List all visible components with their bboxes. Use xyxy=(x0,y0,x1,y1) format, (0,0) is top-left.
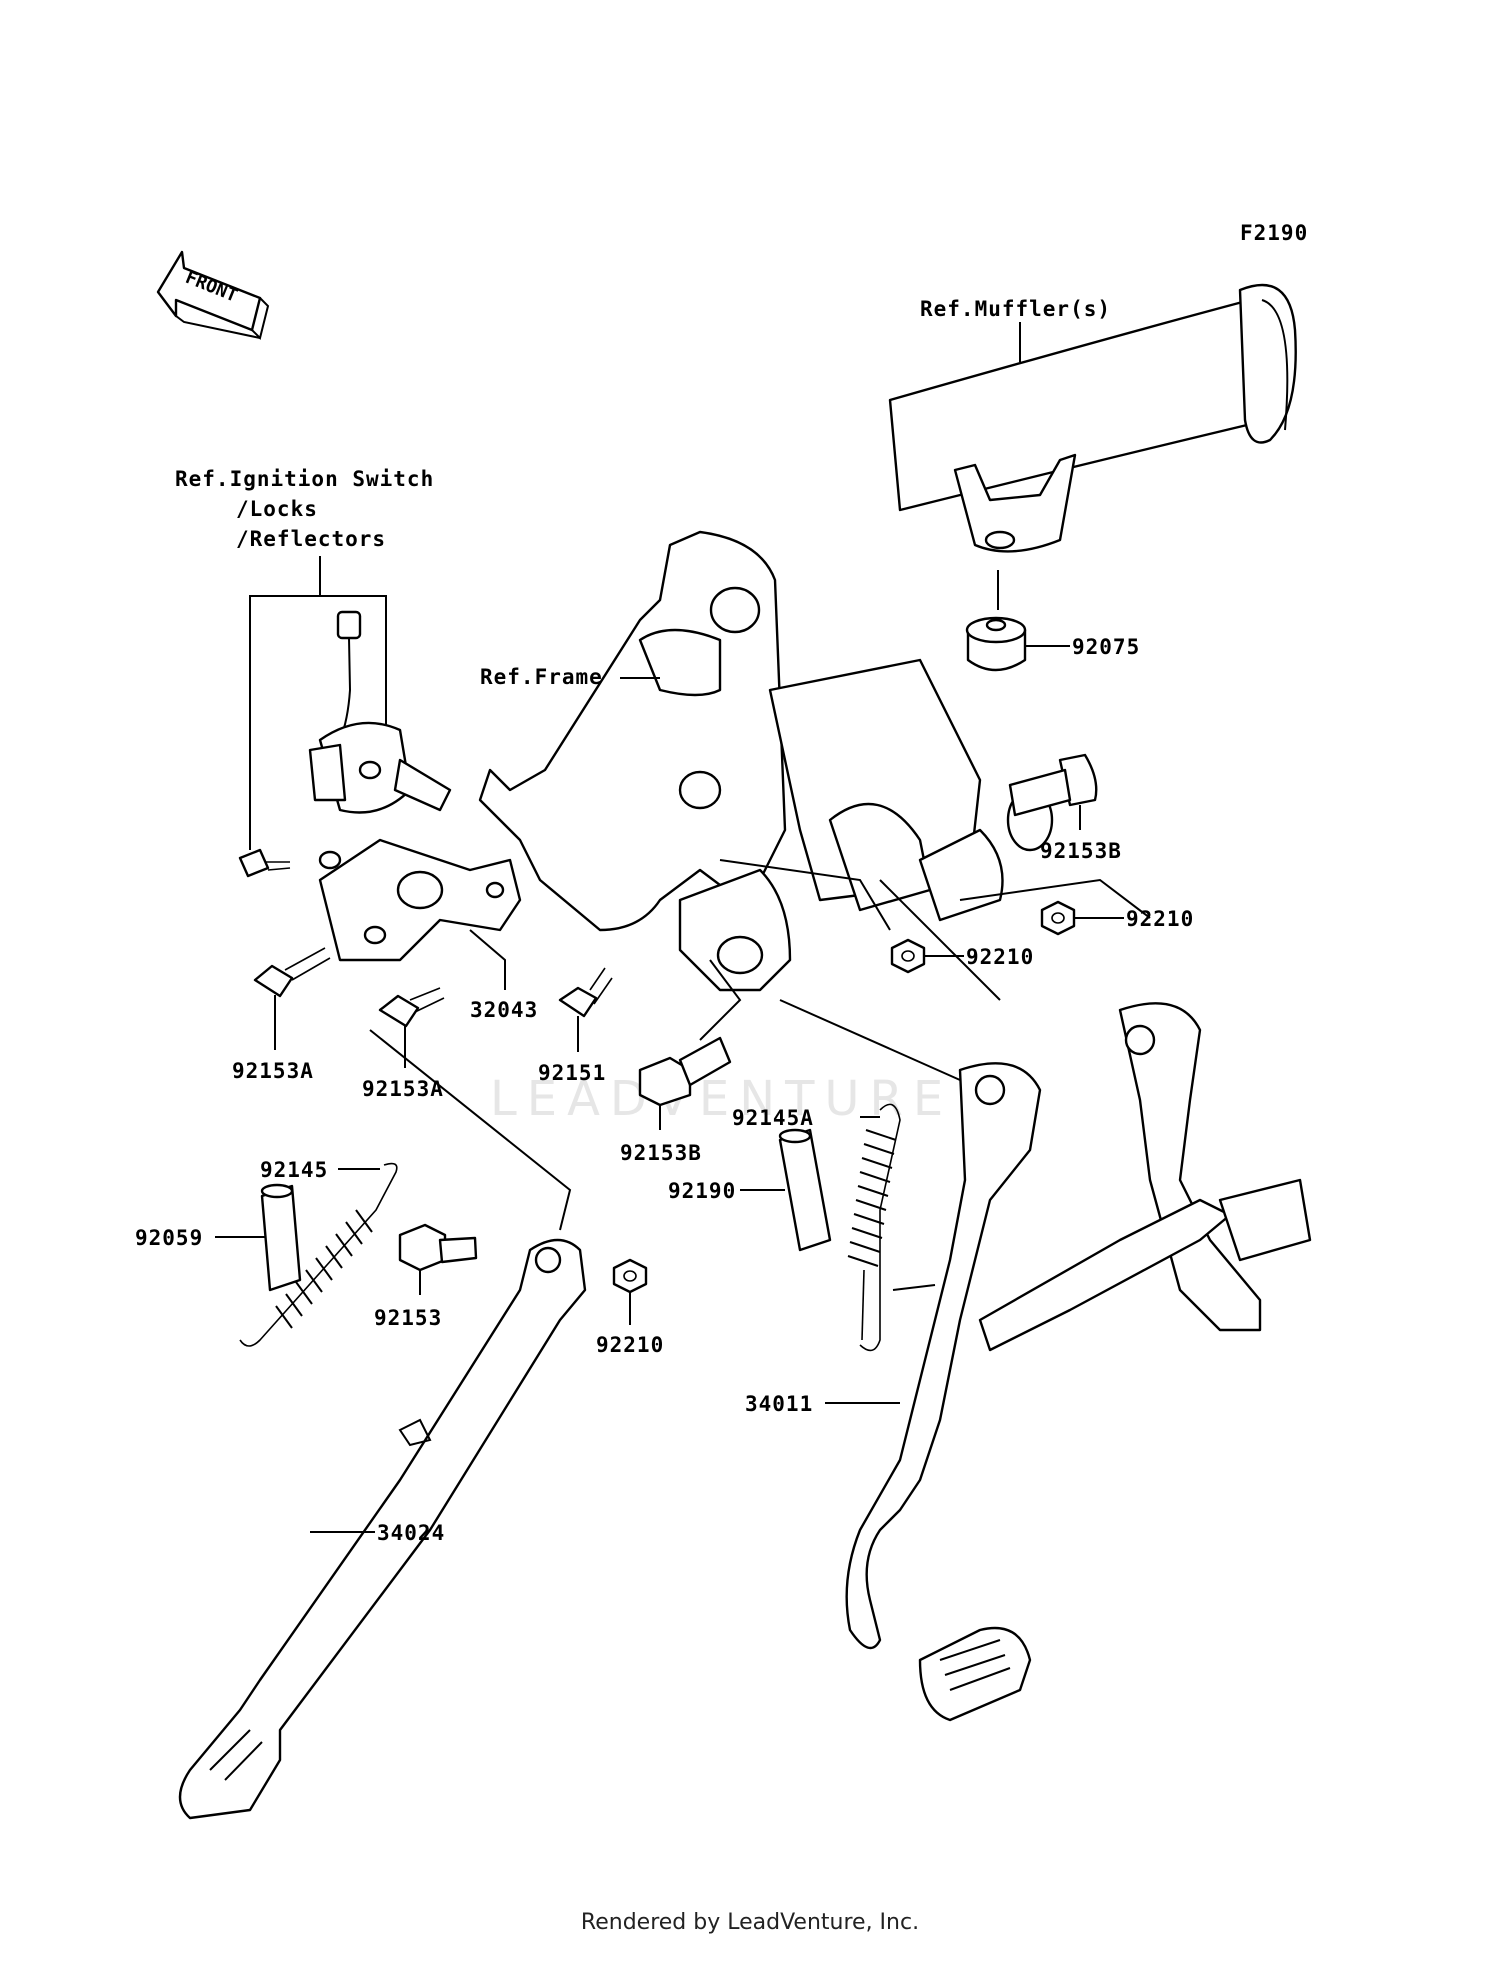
sidestand-switch-illustration xyxy=(308,610,452,814)
part-34011-label: 34011 xyxy=(745,1392,813,1416)
spring-92145 xyxy=(239,1162,398,1347)
part-92210-c-label: 92210 xyxy=(596,1333,664,1357)
collar-92059 xyxy=(260,1183,302,1292)
muffler-illustration xyxy=(888,284,1297,553)
part-92210-a-label: 92210 xyxy=(1126,907,1194,931)
part-92190-label: 92190 xyxy=(668,1179,736,1203)
part-34024-label: 34024 xyxy=(377,1521,445,1545)
part-92145-label: 92145 xyxy=(260,1158,328,1182)
ref-ignition-line3: /Reflectors xyxy=(236,527,386,551)
collar-92190 xyxy=(778,1128,832,1252)
bracket-32043 xyxy=(318,838,522,962)
ref-frame-label: Ref.Frame xyxy=(480,665,603,689)
bolt-92153A-left xyxy=(253,947,331,998)
spring-92145A xyxy=(847,1103,901,1352)
center-stand-34011 xyxy=(845,1002,1312,1722)
diagram-code: F2190 xyxy=(1240,221,1308,245)
part-92153B-bottom-label: 92153B xyxy=(620,1141,702,1165)
part-32043-label: 32043 xyxy=(470,998,538,1022)
ref-muffler-label: Ref.Muffler(s) xyxy=(920,297,1111,321)
part-92151-label: 92151 xyxy=(538,1061,606,1085)
nut-92210-b xyxy=(890,938,926,974)
frame-illustration xyxy=(478,530,1054,992)
footer-credit: Rendered by LeadVenture, Inc. xyxy=(580,1910,920,1935)
bolt-92153B-top xyxy=(1008,753,1098,817)
part-92153A-left-label: 92153A xyxy=(232,1059,314,1083)
nut-92210-a xyxy=(1040,900,1076,936)
part-92059-label: 92059 xyxy=(135,1226,203,1250)
ref-ignition-line1: Ref.Ignition Switch xyxy=(175,467,434,491)
part-92210-b-label: 92210 xyxy=(966,945,1034,969)
bolt-92153A-right xyxy=(378,987,445,1028)
part-92153A-right-label: 92153A xyxy=(362,1077,444,1101)
part-92153B-top-label: 92153B xyxy=(1040,839,1122,863)
part-92145A-label: 92145A xyxy=(732,1106,814,1130)
nut-92210-c xyxy=(612,1258,648,1294)
bolt-92153B-bottom xyxy=(638,1036,732,1107)
part-92153-label: 92153 xyxy=(374,1306,442,1330)
rubber-damper-92075 xyxy=(965,616,1027,672)
bolt-92153 xyxy=(398,1223,478,1272)
screw-icon xyxy=(238,848,342,878)
part-92075-label: 92075 xyxy=(1072,635,1140,659)
ref-ignition-line2: /Locks xyxy=(236,497,318,521)
side-stand-34024 xyxy=(178,1238,587,1820)
front-arrow-icon: FRONT xyxy=(156,250,270,340)
bolt-92151 xyxy=(558,967,613,1018)
